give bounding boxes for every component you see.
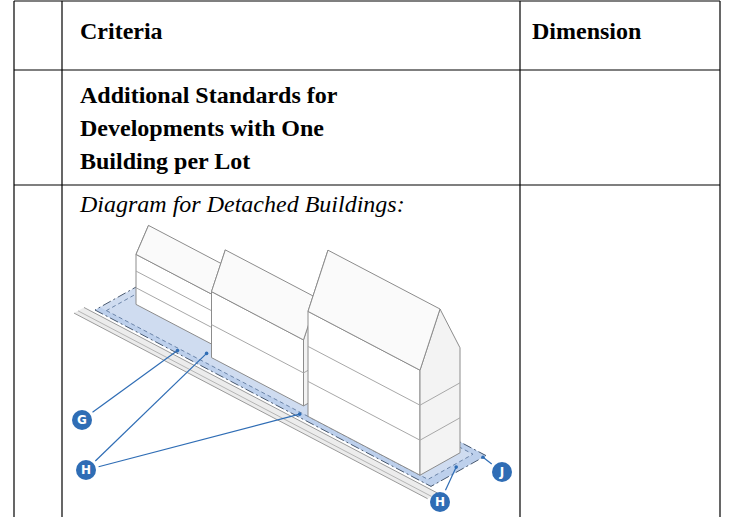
table-header: Dimension bbox=[532, 18, 641, 45]
callout-letter: H bbox=[430, 492, 450, 512]
callout-letter: H bbox=[76, 460, 96, 480]
leader-dot bbox=[205, 352, 209, 356]
leader-line bbox=[95, 353, 206, 461]
roof-slope bbox=[212, 250, 318, 340]
floor-line bbox=[308, 381, 420, 440]
table-rule bbox=[61, 1, 62, 517]
table-header: Criteria bbox=[80, 18, 163, 45]
table-rule bbox=[14, 0, 720, 1]
building-scene bbox=[74, 225, 486, 498]
table-cell: Additional Standards for Developments wi… bbox=[80, 79, 390, 178]
leader-dot bbox=[454, 465, 458, 469]
callout-letter: J bbox=[492, 462, 512, 482]
leader-dot bbox=[298, 412, 302, 416]
leader-line bbox=[445, 467, 456, 490]
floor-line bbox=[420, 418, 460, 440]
leader-dot bbox=[481, 455, 485, 459]
roof-slope bbox=[136, 225, 225, 294]
callout-letter: G bbox=[72, 410, 92, 430]
table-rule bbox=[14, 69, 720, 70]
table-grid bbox=[14, 1, 720, 517]
leader-dot bbox=[176, 349, 180, 353]
table-rule bbox=[14, 184, 720, 185]
table-rule bbox=[719, 1, 720, 517]
table-rule bbox=[13, 1, 14, 517]
floor-line bbox=[136, 271, 212, 311]
floor-line bbox=[308, 346, 420, 405]
leader-lines bbox=[93, 349, 492, 490]
roof-slope bbox=[308, 250, 440, 370]
leader-line bbox=[99, 414, 300, 467]
floor-line bbox=[136, 288, 212, 328]
floor-line bbox=[420, 383, 460, 405]
table-cell: Diagram for Detached Buildings: bbox=[80, 191, 405, 218]
floor-line bbox=[212, 325, 304, 373]
leader-line bbox=[93, 351, 178, 413]
table-rule bbox=[519, 1, 520, 517]
